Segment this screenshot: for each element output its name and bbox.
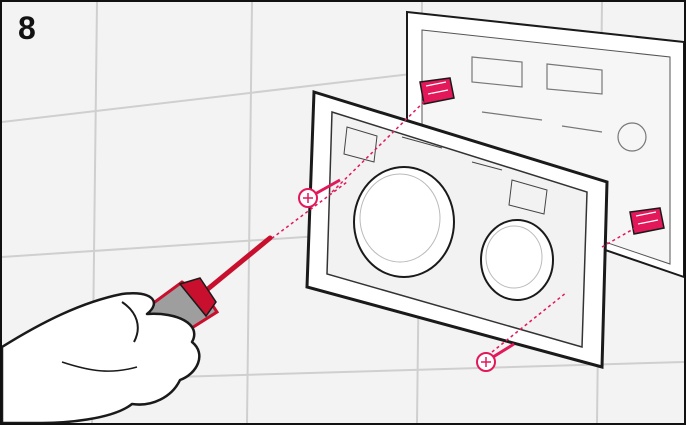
wall-anchor-icon bbox=[629, 207, 665, 235]
wall-anchor-icon bbox=[419, 77, 455, 105]
screw-icon bbox=[476, 342, 515, 372]
guide-lines bbox=[266, 93, 643, 353]
step-number: 8 bbox=[18, 10, 36, 46]
flush-button-icon bbox=[353, 166, 455, 278]
hand-icon bbox=[2, 291, 201, 423]
flush-button-icon bbox=[480, 219, 554, 301]
mounting-frame-back bbox=[406, 10, 684, 279]
screw-icon bbox=[298, 178, 341, 208]
